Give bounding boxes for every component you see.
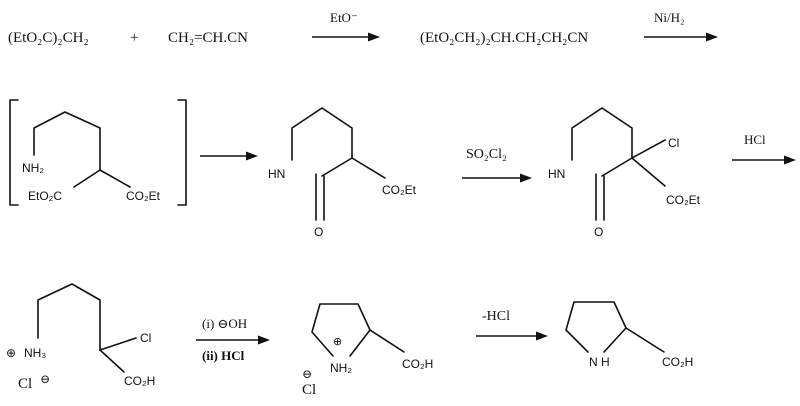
arrow-cyclisation: [200, 151, 258, 161]
pyrrolidinium-charge: ⊕: [333, 336, 342, 348]
ammonium-charge: ⊕: [6, 346, 16, 360]
michael-adduct: (EtO₂CH₂)₂CH.CH₂CH₂CN: [420, 30, 588, 46]
proline-nh: N H: [589, 355, 610, 369]
amine-group: NH₂: [22, 161, 44, 175]
reactant-diethyl-malonate: (EtO₂C)₂CH₂: [8, 30, 89, 46]
proline-carboxylic-acid: CO₂H: [662, 355, 693, 369]
reagent-ni-h2: Ni/H₂: [654, 10, 685, 25]
lactam-carbonyl-o: O: [314, 225, 323, 239]
reagent-ethoxide: EtO⁻: [330, 10, 358, 25]
chloro-lactam-ester: CO₂Et: [666, 193, 701, 207]
pyrrolidinium-structure: [311, 303, 405, 357]
reagent-so2cl2: SO₂Cl₂: [466, 147, 507, 162]
ester-group-right: CO₂Et: [126, 189, 161, 203]
ammonium-group: NH₃: [24, 346, 46, 360]
chain-carboxylic-acid: CO₂H: [124, 374, 155, 388]
pyrrolidinium-acid: CO₂H: [402, 357, 433, 371]
chloro-amino-acid-structure: [37, 283, 137, 373]
chloride-charge: ⊖: [40, 372, 50, 386]
ester-group-left: EtO₂C: [28, 189, 62, 203]
arrow-ni-h2: [644, 32, 718, 42]
plus-sign: +: [130, 30, 138, 46]
reagent-step-i: (i) ⊖OH: [202, 316, 247, 331]
arrow-sulfuryl-chloride: [462, 173, 532, 183]
arrow-minus-hcl: [476, 331, 548, 341]
reagent-minus-hcl: -HCl: [482, 309, 510, 324]
right-bracket: [177, 99, 187, 206]
arrow-ethoxide: [312, 32, 380, 42]
amino-diester-structure: [33, 111, 131, 188]
chloro-lactam-nh: HN: [548, 167, 565, 181]
left-bracket: [9, 99, 19, 206]
counter-ion-charge: ⊖: [302, 367, 312, 381]
arrow-hydroxide-then-hcl: [196, 335, 270, 345]
reagent-hcl: HCl: [744, 132, 766, 147]
lactam-ester: CO₂Et: [382, 183, 417, 197]
reagent-step-ii: (ii) HCl: [202, 348, 245, 363]
chloro-piperidinone-structure: [571, 107, 666, 221]
pyrrolidinium-nh2: NH₂: [330, 361, 352, 375]
piperidinone-ester-structure: [291, 107, 386, 221]
counter-chloride: Cl: [302, 382, 316, 398]
lactam-nh: HN: [268, 167, 285, 181]
arrow-hcl: [732, 155, 796, 165]
reactant-acrylonitrile: CH₂=CH.CN: [168, 30, 248, 46]
chloro-lactam-carbonyl-o: O: [594, 225, 603, 239]
chloro-substituent: Cl: [668, 136, 679, 150]
chain-chloro-substituent: Cl: [140, 331, 151, 345]
proline-structure: [565, 301, 665, 353]
chloride-ion: Cl: [18, 376, 32, 392]
